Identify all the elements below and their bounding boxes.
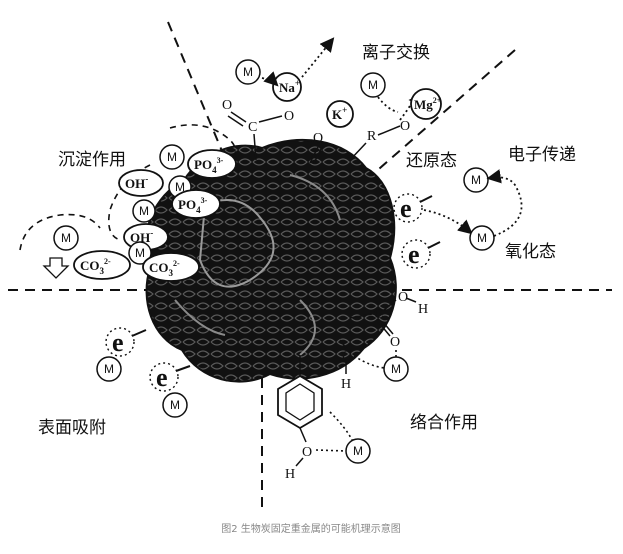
metal-label: M bbox=[170, 398, 180, 412]
electron-symbol: e bbox=[400, 194, 412, 223]
po4-ion-label: PO43- bbox=[194, 156, 224, 175]
label-oxidized: 氧化态 bbox=[505, 242, 556, 262]
po4-ion-label: PO43- bbox=[178, 196, 208, 215]
label-surface-adsorption: 表面吸附 bbox=[38, 418, 106, 438]
electron-halo bbox=[149, 362, 179, 392]
oxygen-atom: O bbox=[302, 445, 312, 460]
metal-label: M bbox=[243, 65, 253, 79]
oxygen-atom: O bbox=[390, 335, 400, 350]
po4-ion bbox=[187, 149, 237, 179]
metal-label: M bbox=[139, 204, 149, 218]
metal-circle bbox=[235, 59, 261, 85]
co3-ion bbox=[73, 250, 131, 280]
oh-ion-label: OH- bbox=[125, 174, 148, 191]
oxygen-atom: O bbox=[222, 98, 232, 113]
oh-ion bbox=[118, 169, 164, 197]
metal-circle bbox=[159, 144, 185, 170]
ion-exchange-group: M Na+ K+ O M Mg2+ R O bbox=[235, 37, 442, 164]
r-group: R bbox=[367, 129, 377, 144]
label-complexation: 络合作用 bbox=[410, 413, 478, 433]
metal-circle bbox=[128, 241, 152, 265]
metal-label: M bbox=[391, 362, 401, 376]
hydrogen-atom: H bbox=[285, 467, 295, 482]
metal-label: M bbox=[167, 150, 177, 164]
label-electron-transfer: 电子传递 bbox=[508, 145, 576, 165]
sector-labels: 离子交换 沉淀作用 还原态 电子传递 氧化态 表面吸附 络合作用 bbox=[38, 43, 576, 438]
metal-circle bbox=[162, 392, 188, 418]
hydrogen-atom: H bbox=[341, 377, 351, 392]
metal-circle bbox=[132, 199, 156, 223]
po4-ion bbox=[171, 189, 221, 219]
electron-symbol: e bbox=[408, 240, 420, 269]
na-ion-label: Na+ bbox=[279, 78, 300, 95]
oh-ion-label: OH- bbox=[130, 228, 153, 245]
electron-halo bbox=[393, 193, 423, 223]
metal-label: M bbox=[135, 246, 145, 260]
metal-label: M bbox=[368, 78, 378, 92]
metal-circle bbox=[469, 225, 495, 251]
metal-label: M bbox=[175, 180, 185, 194]
co3-ion-label: CO32- bbox=[149, 259, 180, 278]
electron-halo bbox=[105, 327, 135, 357]
na-ion bbox=[272, 72, 302, 102]
surface-adsorption-group: e M e M bbox=[96, 327, 191, 418]
metal-label: M bbox=[471, 173, 481, 187]
carbon-atom: C bbox=[248, 120, 257, 135]
precipitation-group: M PO43- OH- M PO43- M OH- M CO32- M CO32… bbox=[19, 124, 237, 282]
label-redox-reduced: 还原态 bbox=[406, 151, 457, 171]
metal-label: M bbox=[353, 444, 363, 458]
carboxyl-group-top: O C O bbox=[222, 98, 294, 161]
k-ion-label: K+ bbox=[332, 105, 347, 122]
complexation-group: O H C O O H M O H M bbox=[277, 290, 428, 482]
label-precipitation: 沉淀作用 bbox=[58, 150, 126, 170]
metal-circle bbox=[96, 356, 122, 382]
label-ion-exchange: 离子交换 bbox=[362, 43, 430, 63]
oxygen-atom: O bbox=[400, 119, 410, 134]
redox-group: e e M M bbox=[393, 167, 523, 269]
oxygen-atom: O bbox=[342, 349, 352, 364]
metal-label: M bbox=[61, 231, 71, 245]
electron-symbol: e bbox=[112, 328, 124, 357]
figure-caption: 图2 生物炭固定重金属的可能机理示意图 bbox=[221, 522, 401, 535]
metal-circle bbox=[360, 72, 386, 98]
k-ion bbox=[326, 100, 354, 128]
oxygen-atom: O bbox=[313, 131, 323, 146]
oxygen-atom: O bbox=[284, 109, 294, 124]
co3-ion bbox=[142, 252, 200, 282]
electron-halo bbox=[401, 239, 431, 269]
metal-label: M bbox=[477, 231, 487, 245]
hydrogen-atom: H bbox=[418, 302, 428, 317]
oxygen-atom: O bbox=[398, 290, 408, 305]
down-arrow-icon bbox=[42, 257, 70, 279]
mg-ion bbox=[410, 88, 442, 120]
metal-label: M bbox=[104, 362, 114, 376]
mg-ion-label: Mg2+ bbox=[414, 96, 442, 112]
carbon-atom: C bbox=[374, 307, 383, 322]
electron-symbol: e bbox=[156, 363, 168, 392]
metal-circle bbox=[53, 225, 79, 251]
co3-ion-label: CO32- bbox=[80, 257, 111, 276]
